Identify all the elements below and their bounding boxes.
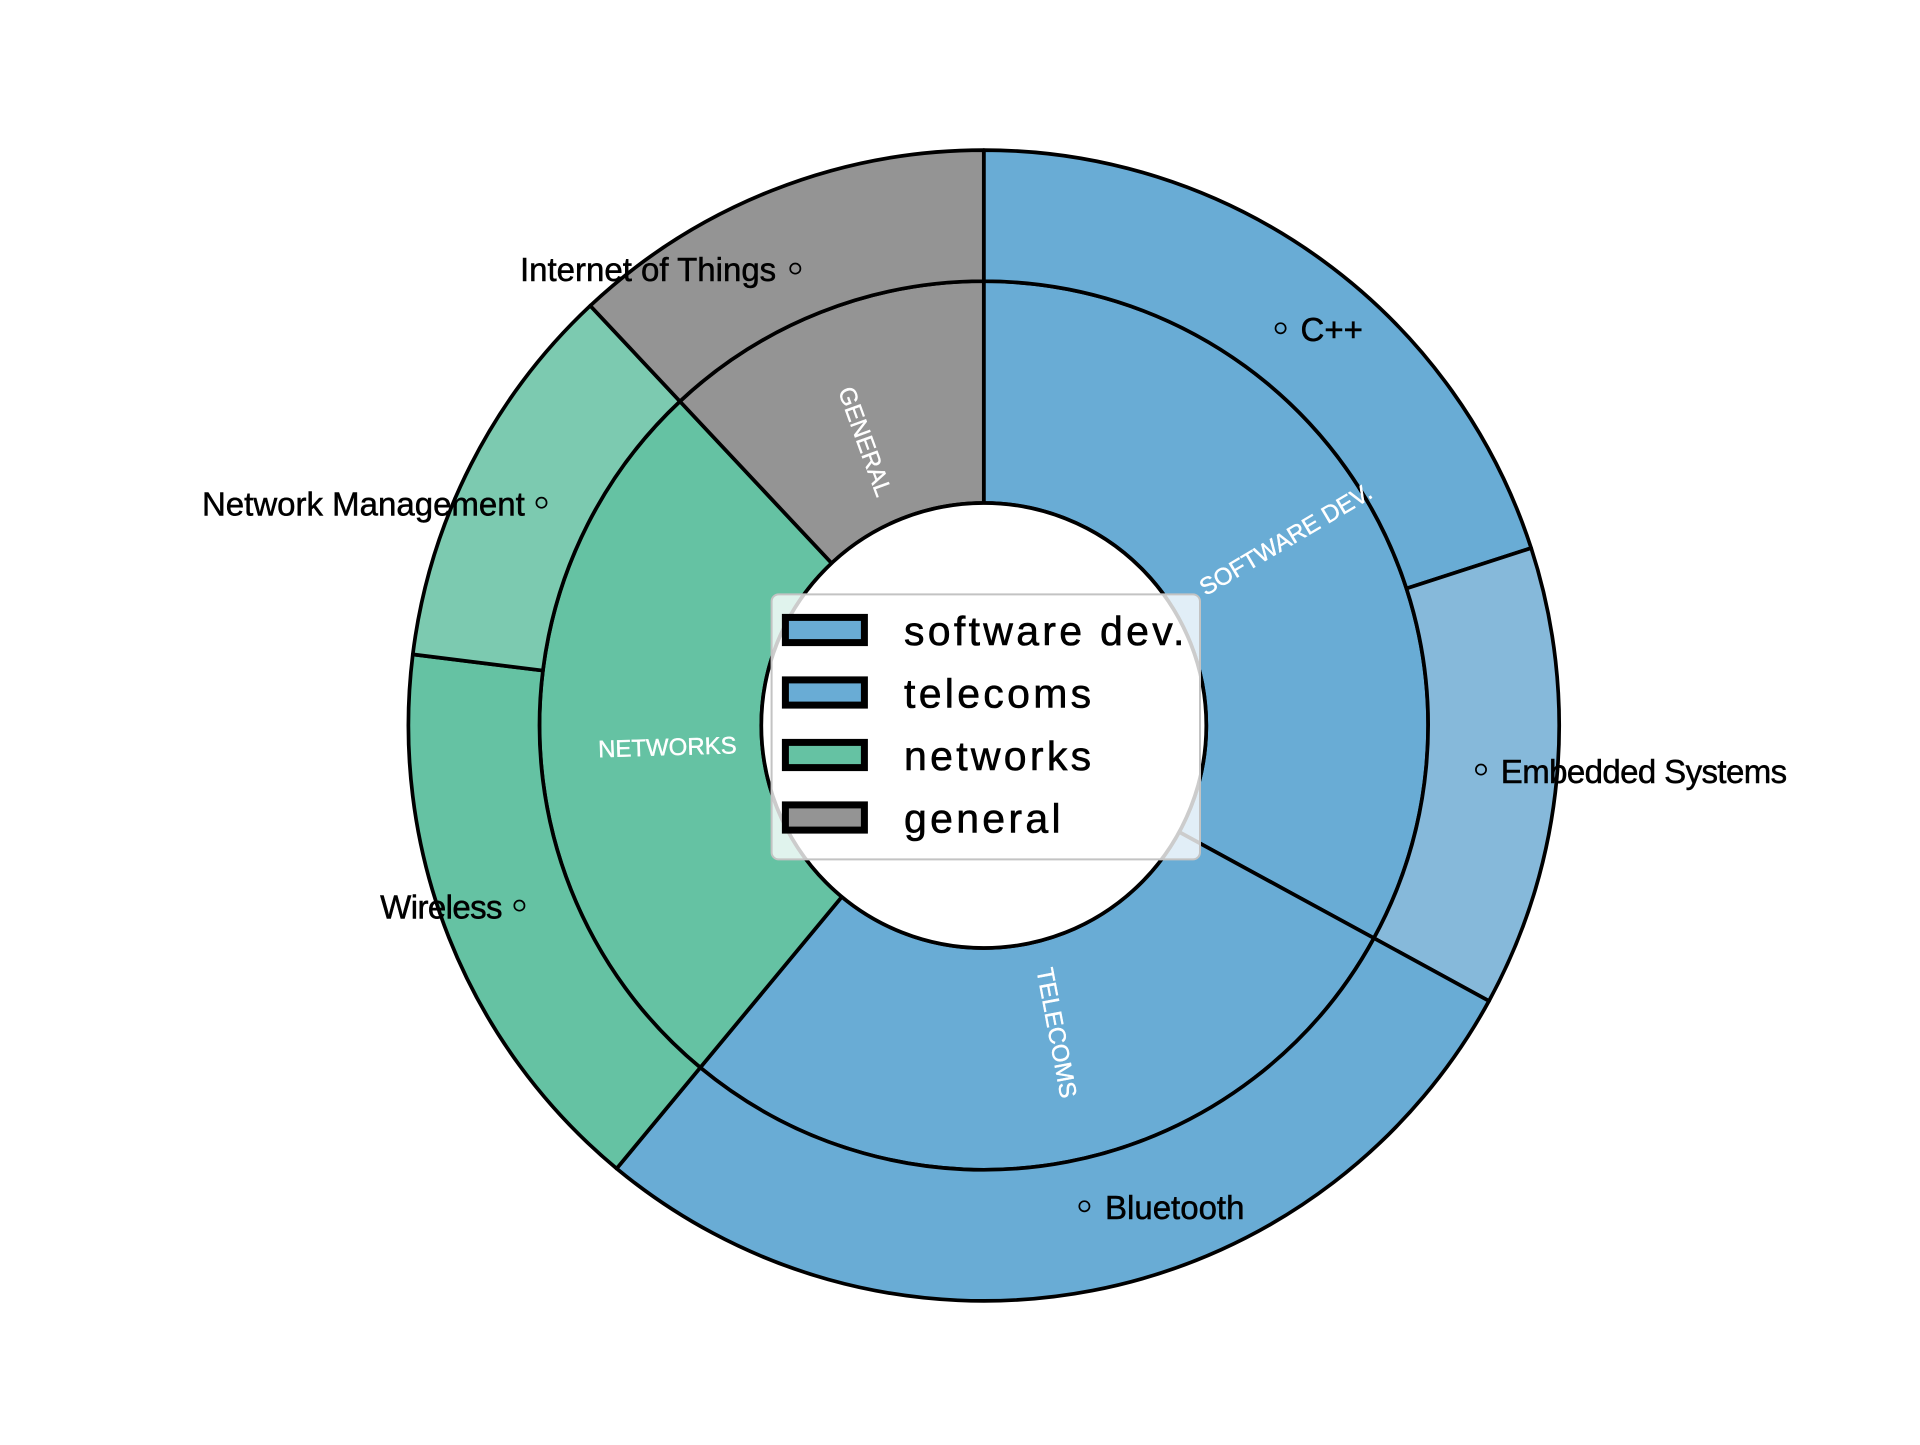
svg-text:networks: networks [904,733,1094,779]
svg-text:NETWORKS: NETWORKS [598,732,737,763]
svg-text:Network Management: Network Management [202,485,525,522]
svg-text:Internet of Things: Internet of Things [520,251,776,288]
svg-text:telecoms: telecoms [904,671,1094,717]
svg-text:Embedded Systems: Embedded Systems [1501,753,1787,790]
svg-text:software dev.: software dev. [904,608,1188,654]
svg-text:general: general [904,796,1064,842]
svg-text:C++: C++ [1301,311,1363,348]
svg-text:Wireless: Wireless [380,888,502,925]
svg-text:Bluetooth: Bluetooth [1105,1189,1244,1226]
